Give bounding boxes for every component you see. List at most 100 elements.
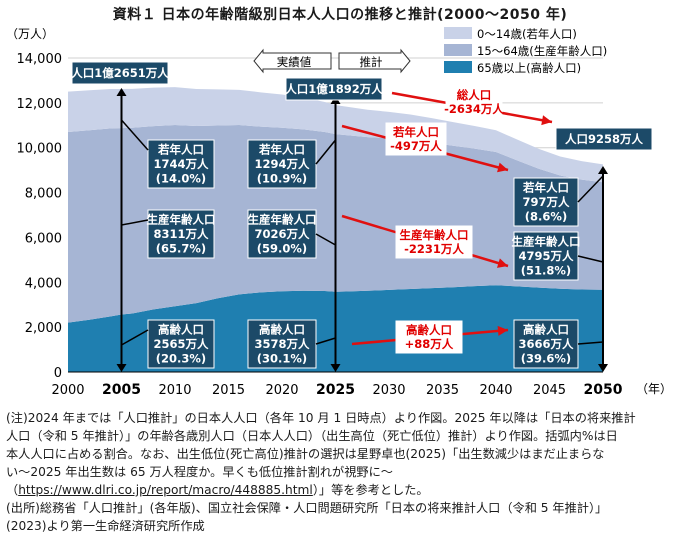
y-tick-label: 10,000 — [17, 142, 63, 157]
box-2005-working-text: 8311万人 — [153, 227, 209, 241]
change-young-label — [385, 122, 447, 156]
legend-label: 0〜14歳(若年人口) — [477, 27, 577, 41]
x-tick-label: 2035 — [426, 383, 459, 398]
connector-2050 — [577, 255, 604, 263]
box-2050-working-text: (51.8%) — [521, 263, 571, 277]
x-tick-label: 2045 — [533, 383, 566, 398]
x-tick-label: 2000 — [51, 383, 84, 398]
change-young-label-text: 若年人口 — [393, 125, 439, 139]
legend: 0〜14歳(若年人口) 15〜64歳(生産年齢人口) 65歳以上(高齢人口) — [444, 27, 607, 75]
arrow-working-change-head — [496, 258, 508, 268]
x-tick-label: 2020 — [265, 383, 298, 398]
box-2005-working-text: (65.7%) — [156, 241, 206, 255]
box-2050-young-text: 797万人 — [522, 195, 570, 209]
legend-label: 65歳以上(高齢人口) — [477, 61, 581, 75]
box-2005-young — [147, 139, 215, 189]
box-2050-young-text: (8.6%) — [525, 209, 567, 223]
note-line-5-rest: ）」等を参考とした。 — [312, 483, 429, 497]
arrow-2005-head-top — [116, 88, 127, 96]
arrow-2050-head-bottom — [598, 364, 608, 372]
connector-2050 — [577, 175, 604, 203]
connector-2005 — [121, 329, 149, 346]
box-2050-working-text: 4795万人 — [518, 249, 574, 263]
note-paren-open: （ — [6, 483, 19, 497]
chart-title: 資料１ 日本の年齢階級別日本人人口の推移と推計(2000〜2050 年) — [112, 7, 568, 23]
box-2050-working — [513, 231, 579, 281]
total-2050-box — [555, 127, 653, 151]
note-line-4: い～2025 年出生数は 65 万人程度か。早くも低位推計割れが視野に～ — [6, 465, 393, 479]
y-tick-label: 6,000 — [25, 231, 62, 246]
change-working-label-text: -2231万人 — [404, 242, 464, 256]
change-total-label-text: -2634万人 — [444, 102, 504, 116]
legend-swatch — [444, 44, 472, 56]
legend-label: 15〜64歳(生産年齢人口) — [477, 44, 607, 58]
box-2005-young-text: (14.0%) — [156, 171, 206, 185]
y-tick-label: 12,000 — [17, 97, 63, 112]
connector-2050 — [577, 341, 604, 345]
total-2025-box-text: 人口1億1892万人 — [285, 82, 383, 96]
total-2005-box-text: 人口1億2651万人 — [71, 66, 169, 80]
x-tick-label: 2050 — [584, 382, 623, 398]
box-2005-working — [147, 209, 215, 259]
box-2005-elderly-text: 高齢人口 — [158, 322, 204, 336]
box-2050-elderly-text: 高齢人口 — [523, 322, 569, 336]
y-tick-label: 0 — [54, 366, 62, 381]
box-2025-working-text: 生産年齢人口 — [248, 212, 317, 226]
arrow-elderly-change-head — [497, 325, 508, 336]
y-tick-label: 8,000 — [25, 187, 62, 202]
box-2005-elderly-text: (20.3%) — [156, 351, 206, 365]
x-tick-label: 2015 — [212, 383, 245, 398]
x-tick-label: 2030 — [372, 383, 405, 398]
box-2005-young-text: 1744万人 — [153, 157, 209, 171]
arrow-2050-head-top — [598, 166, 608, 174]
box-2025-elderly-text: 3578万人 — [254, 337, 310, 351]
change-working-label-text: 生産年齢人口 — [400, 228, 469, 242]
connector-2025 — [315, 233, 336, 246]
x-tick-label: 2010 — [158, 383, 191, 398]
change-working-label — [395, 225, 473, 259]
legend-swatch — [444, 27, 472, 39]
box-2025-young — [247, 139, 317, 189]
box-2050-elderly — [513, 319, 579, 369]
note-line-2: 人口（令和 5 年推計）」の年齢各歳別人口（日本人人口）（出生高位（死亡低位）推… — [6, 429, 618, 443]
total-2005-box — [71, 61, 169, 85]
box-2050-elderly-text: 3666万人 — [518, 337, 574, 351]
note-line-1: (注)2024 年までは「人口推計」の日本人人口（各年 10 月 1 日時点）よ… — [6, 411, 636, 425]
box-2025-young-text: 1294万人 — [254, 157, 310, 171]
total-2050-box-text: 人口9258万人 — [565, 132, 644, 146]
area-young — [68, 87, 603, 183]
projection-label: 推計 — [360, 55, 383, 69]
box-2050-young — [513, 177, 579, 227]
connector-2005 — [120, 119, 149, 151]
change-elderly-label-text: 高齢人口 — [406, 323, 452, 337]
change-total-label-text: 総人口 — [457, 88, 492, 102]
change-elderly-label-text: +88万人 — [405, 337, 454, 351]
box-2005-elderly-text: 2565万人 — [153, 337, 209, 351]
reference-link[interactable]: https://www.dlri.co.jp/report/macro/4488… — [18, 483, 313, 497]
box-2025-working-text: (59.0%) — [257, 241, 307, 255]
source-line-2: (2023)より第一生命経済研究所作成 — [6, 519, 205, 533]
connector-2005 — [121, 219, 149, 226]
x-tick-label: 2025 — [316, 382, 355, 398]
legend-swatch — [444, 61, 472, 73]
population-chart: （万人） （年） 0 2,000 4,000 6,000 8,000 10,000 12,000… — [6, 27, 672, 398]
box-2005-young-text: 若年人口 — [158, 142, 204, 156]
y-unit-label: （万人） — [6, 27, 54, 41]
change-elderly-label — [395, 320, 463, 354]
x-unit-label: （年） — [636, 382, 672, 396]
y-tick-label: 4,000 — [25, 276, 62, 291]
y-tick-label: 14,000 — [17, 52, 63, 67]
box-2005-elderly — [147, 319, 215, 369]
x-tick-label: 2005 — [102, 382, 141, 398]
y-tick-label: 2,000 — [25, 321, 62, 336]
note-line-5: （https://www.dlri.co.jp/report/macro/448… — [6, 482, 429, 500]
change-total-label — [445, 85, 503, 119]
arrow-2005-head-bottom — [116, 364, 127, 372]
arrow-total-change-head — [541, 115, 552, 126]
box-2025-elderly-text: (30.1%) — [257, 351, 307, 365]
box-2025-elderly-text: 高齢人口 — [259, 322, 305, 336]
box-2025-working-text: 7026万人 — [254, 227, 310, 241]
connector-2025 — [315, 337, 336, 345]
box-2050-young-text: 若年人口 — [523, 180, 569, 194]
arrow-2025-head-bottom — [330, 364, 341, 372]
